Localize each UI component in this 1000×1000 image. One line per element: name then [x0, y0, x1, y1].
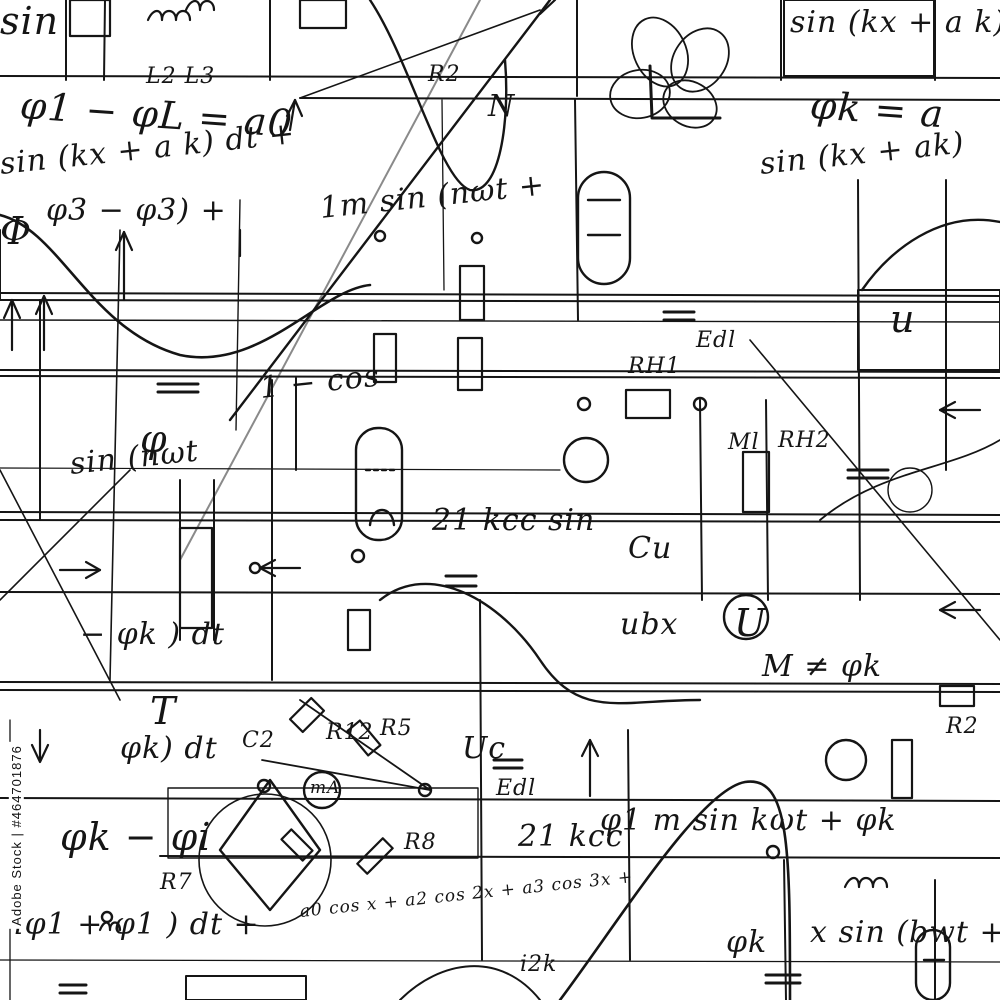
- note-20: T: [150, 689, 177, 733]
- note-5: φk = a: [808, 83, 946, 137]
- note-27: φk − φi: [60, 815, 212, 859]
- note-19: 21 kcc sin: [432, 503, 596, 538]
- note-28: R7: [160, 870, 193, 895]
- stock-id-text: Adobe Stock | #464701876: [8, 741, 24, 929]
- sine-wave-bottom: [378, 582, 702, 705]
- note-30: mA: [310, 778, 341, 798]
- note-44: φ: [140, 417, 168, 461]
- note-26: 21 kcc: [518, 819, 624, 854]
- inductor-coils: [98, 0, 889, 932]
- note-18: Cu: [628, 531, 673, 566]
- note-24: Uc: [462, 731, 507, 766]
- note-25: Edl: [496, 776, 537, 801]
- arrows: [2, 0, 982, 798]
- note-10: R2: [428, 62, 461, 87]
- flower-doodle: [609, 16, 730, 129]
- note-3: L2 L3: [146, 64, 216, 89]
- note-13: RH1: [628, 354, 681, 379]
- resistor-symbols: [68, 0, 976, 875]
- vacuum-tubes: [354, 170, 952, 1000]
- diagonal-line: [228, 0, 552, 422]
- meter-circles: [100, 229, 933, 927]
- note-34: iφ1 + φ1 ) dt +: [14, 907, 260, 942]
- arch-curve: [558, 780, 792, 1000]
- note-38: i2k: [520, 952, 558, 977]
- note-32: R12: [326, 720, 374, 745]
- note-37: φk: [726, 925, 768, 960]
- note-22: U: [734, 601, 768, 645]
- note-16: Ml: [728, 430, 760, 455]
- note-14: RH2: [778, 428, 831, 453]
- note-33: R8: [404, 830, 437, 855]
- sine-wave-right: [860, 218, 1000, 292]
- note-8: φ3 − φ3) +: [46, 193, 227, 228]
- note-21: ubx: [620, 607, 679, 642]
- loop-curve: [368, 0, 508, 192]
- note-29: R5: [380, 716, 413, 741]
- note-11: N: [488, 89, 516, 124]
- note-15: u: [890, 297, 916, 341]
- note-36: x sin (bwt +: [810, 915, 1000, 950]
- sine-wave-left: [0, 213, 372, 359]
- note-12: Edl: [696, 328, 737, 353]
- note-40: M ≠ φk: [762, 649, 883, 684]
- note-39: R2: [946, 714, 979, 739]
- note-41: φ1 m sin kωt + φk: [600, 803, 897, 838]
- stock-id-watermark: Adobe Stock | #464701876: [4, 741, 28, 929]
- note-1: sin: [0, 0, 60, 43]
- capacitor-symbols: [58, 310, 890, 995]
- note-45: Φ: [0, 209, 33, 253]
- note-31: C2: [242, 728, 275, 753]
- note-23: φk) dt: [120, 731, 218, 766]
- note-42: − φk ) dt: [80, 617, 225, 652]
- bridge-diamond: [218, 778, 322, 912]
- note-2: sin (kx + a k): [790, 5, 1000, 40]
